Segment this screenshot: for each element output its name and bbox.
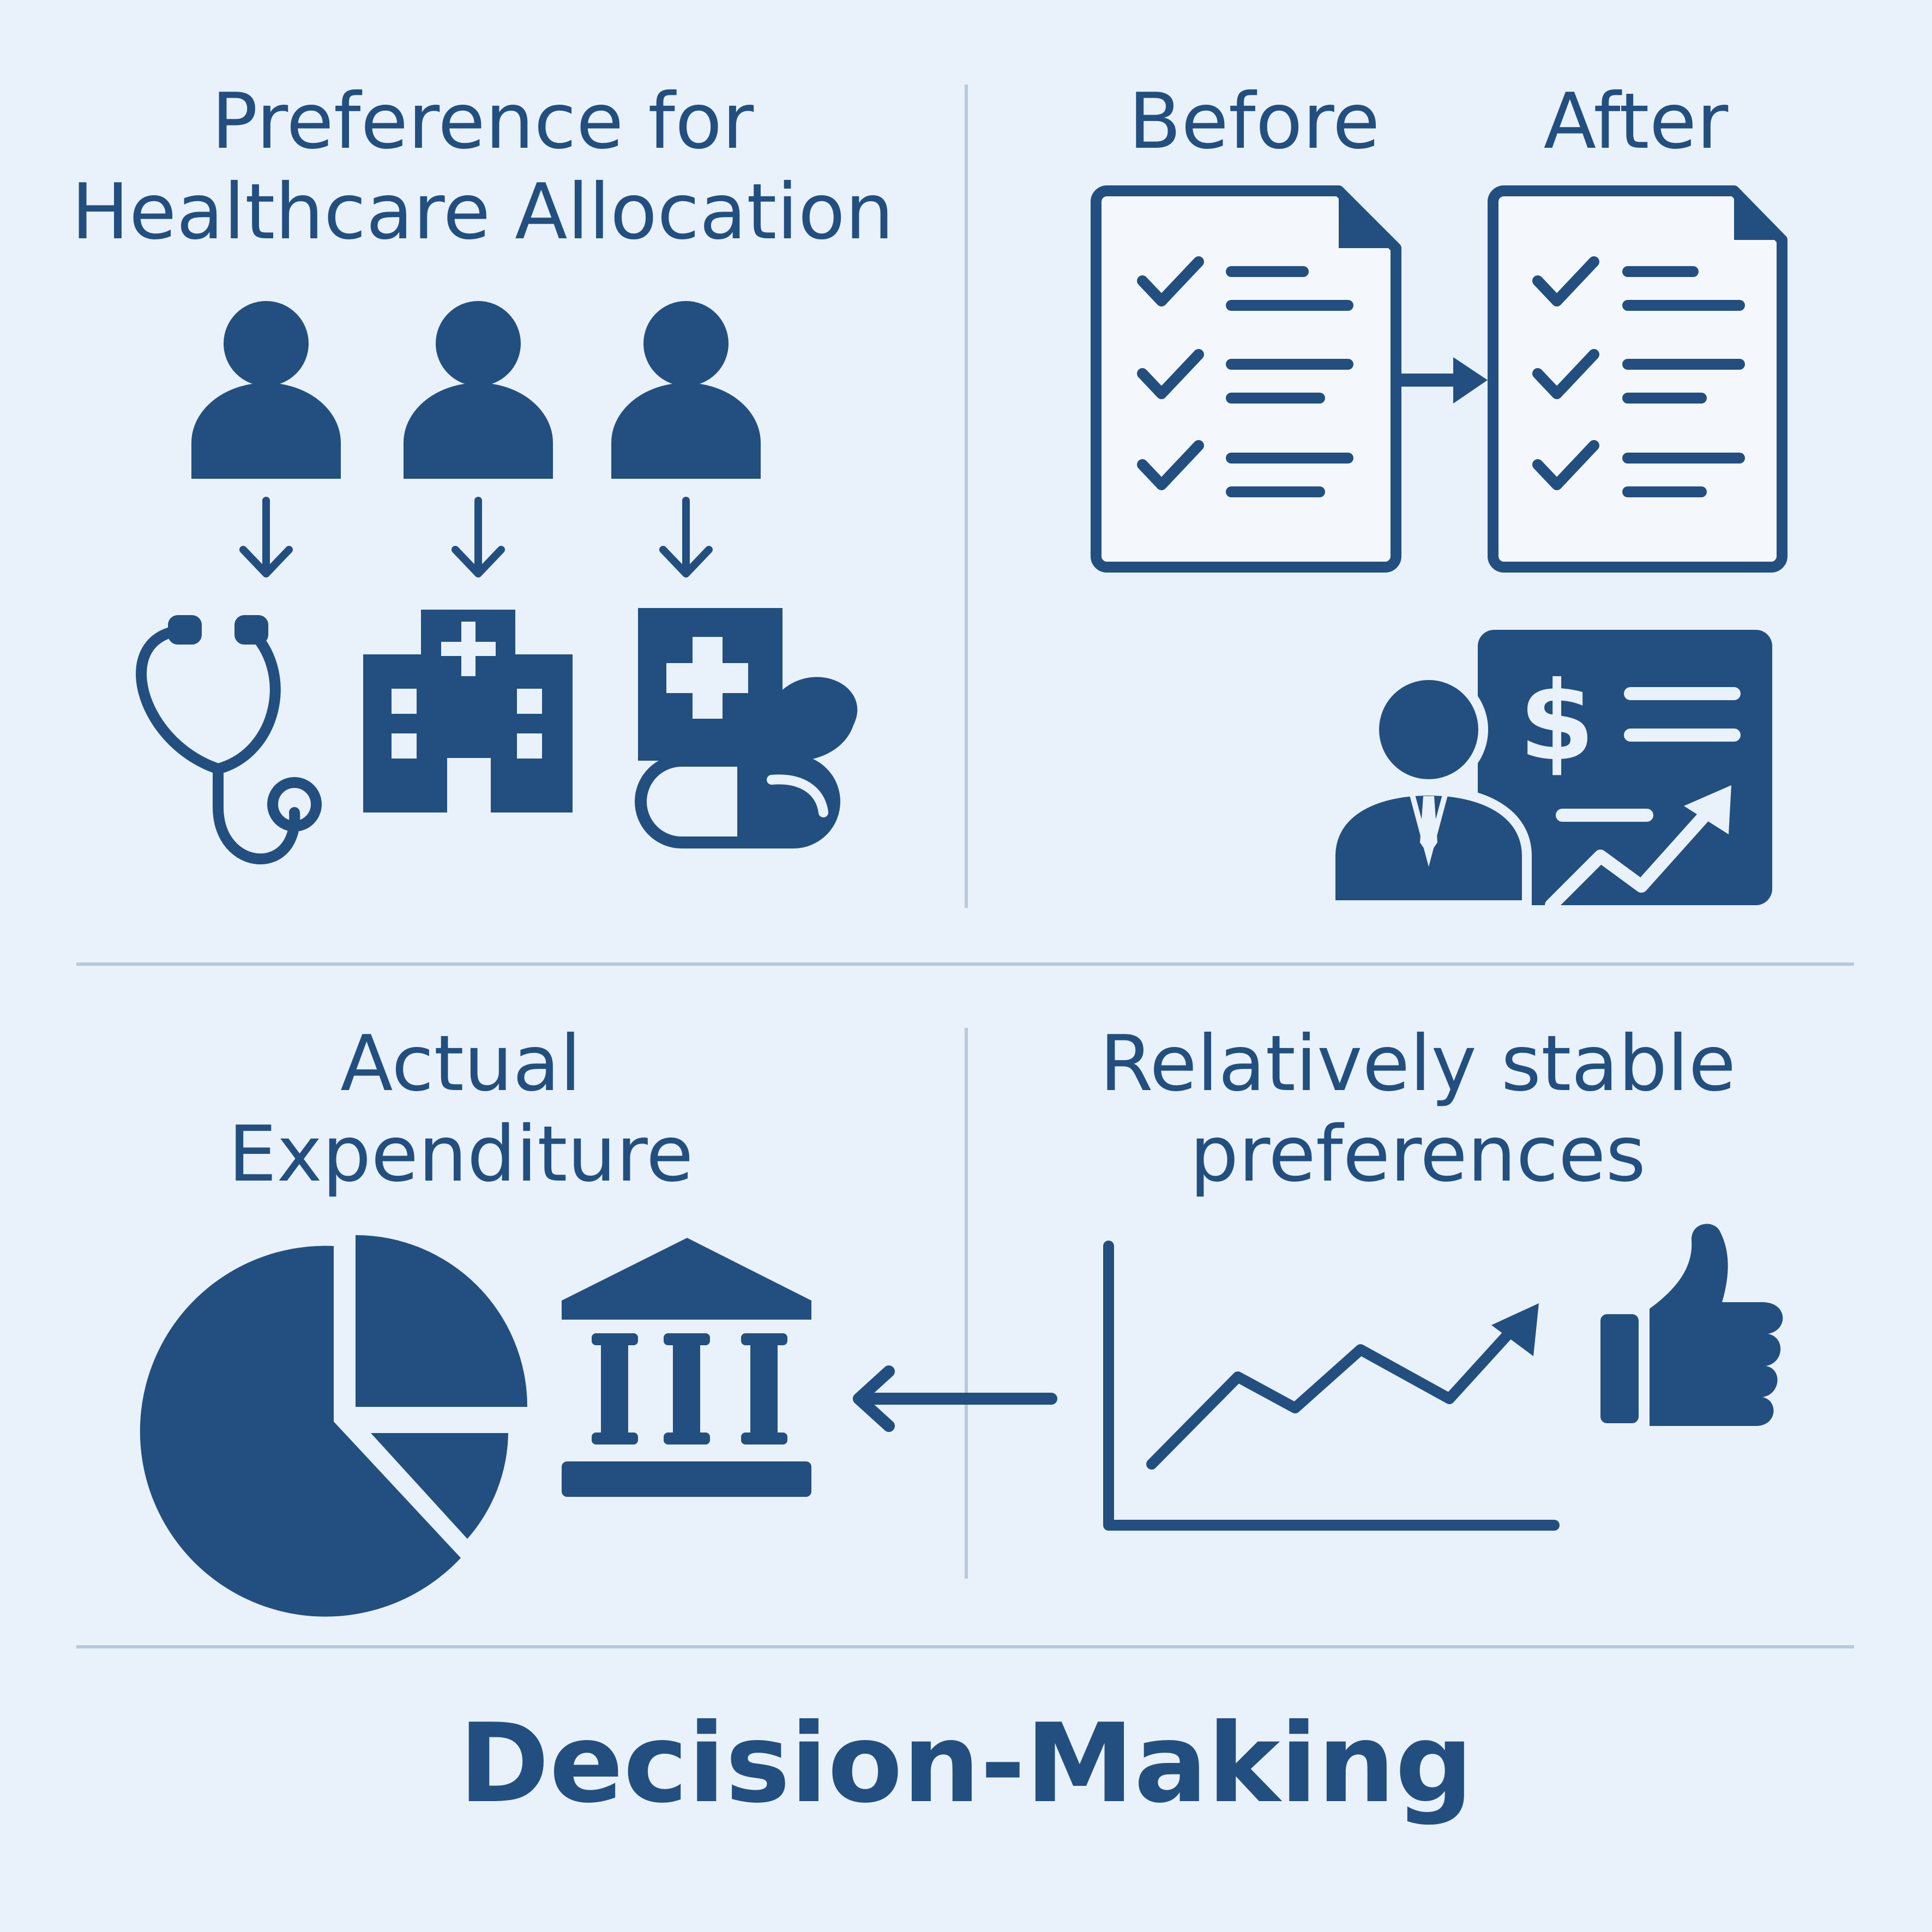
advisor-person [1326, 670, 1532, 910]
preference-title-line1: Preference for [211, 77, 754, 166]
stable-title-line2: preferences [1189, 1110, 1646, 1199]
pie-chart-icon [140, 1235, 527, 1617]
chart-axes [1103, 1241, 1560, 1531]
after-document [1488, 185, 1787, 573]
before-label: Before [1128, 77, 1380, 166]
preference-title: Preference for Healthcare Allocation [49, 76, 916, 257]
down-arrow-icon [239, 497, 293, 577]
line-chart-icon [1103, 1241, 1560, 1531]
decision-making-title: Decision-Making [459, 1700, 1473, 1827]
chart-trend-line [1146, 1314, 1527, 1470]
person-icon [611, 301, 761, 479]
bank-icon [562, 1238, 811, 1497]
expenditure-title: Actual Expenditure [164, 1019, 758, 1200]
dividers [76, 85, 1854, 1648]
before-document [1091, 185, 1401, 573]
hospital-icon [363, 610, 573, 812]
down-arrow-icon [452, 497, 505, 577]
expenditure-title-line1: Actual [340, 1019, 581, 1109]
trend-up-icon [1545, 785, 1731, 912]
stethoscope-icon [136, 615, 322, 864]
dollar-icon: $ [1519, 658, 1594, 785]
down-arrows [239, 497, 713, 577]
checklist-document-icon [1488, 185, 1787, 573]
checklist-document-icon [1091, 185, 1401, 573]
expenditure-title-line2: Expenditure [228, 1110, 694, 1199]
medicine-icon [635, 608, 858, 848]
chart-arrowhead [1491, 1303, 1539, 1356]
svg-text:$: $ [1519, 658, 1594, 785]
person-icon [404, 301, 553, 479]
thumbs-up-icon [1600, 1224, 1783, 1426]
after-label: After [1543, 77, 1729, 166]
preference-title-line2: Healthcare Allocation [71, 167, 894, 257]
right-arrow-icon [1401, 357, 1488, 404]
financial-advisor-icon: $ [1326, 630, 1772, 912]
stable-title: Relatively stable preferences [1052, 1019, 1783, 1200]
left-arrow-icon [853, 1365, 1057, 1432]
person-icon [191, 301, 341, 479]
preference-icons [191, 301, 761, 479]
stable-title-line1: Relatively stable [1099, 1019, 1736, 1109]
down-arrow-icon [659, 497, 713, 577]
